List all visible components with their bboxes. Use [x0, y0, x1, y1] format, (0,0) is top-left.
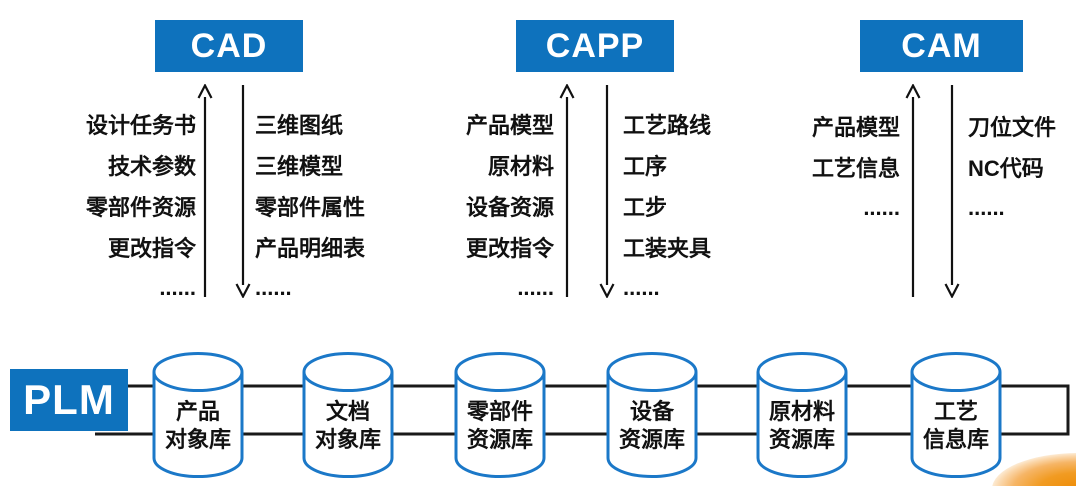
cam-output-list: 刀位文件 NC代码 ...... — [968, 105, 1074, 228]
list-item: 原材料 — [487, 153, 554, 179]
list-item: 技术参数 — [107, 153, 196, 179]
ellipsis-item: ...... — [623, 274, 660, 300]
cad-input-list: 设计任务书 技术参数 零部件资源 更改指令 ...... — [20, 103, 196, 308]
plm-box: PLM — [10, 369, 128, 431]
capp-input-list: 产品模型 原材料 设备资源 更改指令 ...... — [390, 103, 554, 308]
capp-down-arrow-icon — [599, 85, 615, 298]
cylinder-icon — [606, 352, 698, 478]
list-item: 零部件属性 — [255, 194, 366, 220]
db-label: 原材料资源库 — [768, 399, 835, 452]
list-item: 三维图纸 — [255, 112, 344, 138]
list-item: 三维模型 — [255, 153, 344, 179]
cad-down-arrow-icon — [235, 85, 251, 298]
list-item: 产品明细表 — [255, 235, 366, 261]
db-label: 零部件资源库 — [466, 399, 533, 452]
ellipsis-item: ...... — [863, 194, 900, 220]
list-item: 工步 — [623, 194, 668, 220]
ellipsis-item: ...... — [159, 274, 196, 300]
list-item: 产品模型 — [811, 114, 900, 140]
capp-module-box: CAPP — [516, 20, 674, 72]
list-item: 工艺路线 — [623, 112, 712, 138]
ellipsis-item: ...... — [255, 274, 292, 300]
list-item: 产品模型 — [465, 112, 554, 138]
cam-module-box: CAM — [860, 20, 1023, 72]
list-item: 工序 — [623, 153, 668, 179]
capp-output-list: 工艺路线 工序 工步 工装夹具 ...... — [623, 103, 773, 308]
database-cylinder-process-info: 工艺信息库 — [910, 352, 1002, 478]
database-cylinder-document-objects: 文档对象库 — [302, 352, 394, 478]
cylinder-icon — [152, 352, 244, 478]
database-cylinder-equipment-resources: 设备资源库 — [606, 352, 698, 478]
cam-input-list: 产品模型 工艺信息 ...... — [754, 105, 900, 228]
cylinder-icon — [454, 352, 546, 478]
database-cylinder-part-resources: 零部件资源库 — [454, 352, 546, 478]
database-cylinder-material-resources: 原材料资源库 — [756, 352, 848, 478]
list-item: 工装夹具 — [623, 235, 712, 261]
cad-module-box: CAD — [155, 20, 303, 72]
cam-down-arrow-icon — [944, 85, 960, 298]
list-item: 刀位文件 — [968, 114, 1057, 140]
cylinder-icon — [302, 352, 394, 478]
cylinder-icon — [910, 352, 1002, 478]
ellipsis-item: ...... — [517, 274, 554, 300]
capp-up-arrow-icon — [559, 84, 575, 297]
list-item: 更改指令 — [107, 235, 196, 261]
ellipsis-item: ...... — [968, 194, 1005, 220]
cam-up-arrow-icon — [905, 84, 921, 297]
cylinder-icon — [756, 352, 848, 478]
cad-output-list: 三维图纸 三维模型 零部件属性 产品明细表 ...... — [255, 103, 415, 308]
database-cylinder-product-objects: 产品对象库 — [152, 352, 244, 478]
db-label: 设备资源库 — [618, 399, 685, 452]
db-label: 工艺信息库 — [922, 399, 989, 452]
db-label: 文档对象库 — [314, 399, 381, 452]
cad-up-arrow-icon — [197, 84, 213, 297]
list-item: 工艺信息 — [811, 155, 900, 181]
list-item: 设备资源 — [465, 194, 554, 220]
db-label: 产品对象库 — [164, 399, 231, 452]
list-item: 更改指令 — [465, 235, 554, 261]
list-item: 零部件资源 — [85, 194, 196, 220]
list-item: NC代码 — [968, 155, 1044, 181]
list-item: 设计任务书 — [85, 112, 196, 138]
